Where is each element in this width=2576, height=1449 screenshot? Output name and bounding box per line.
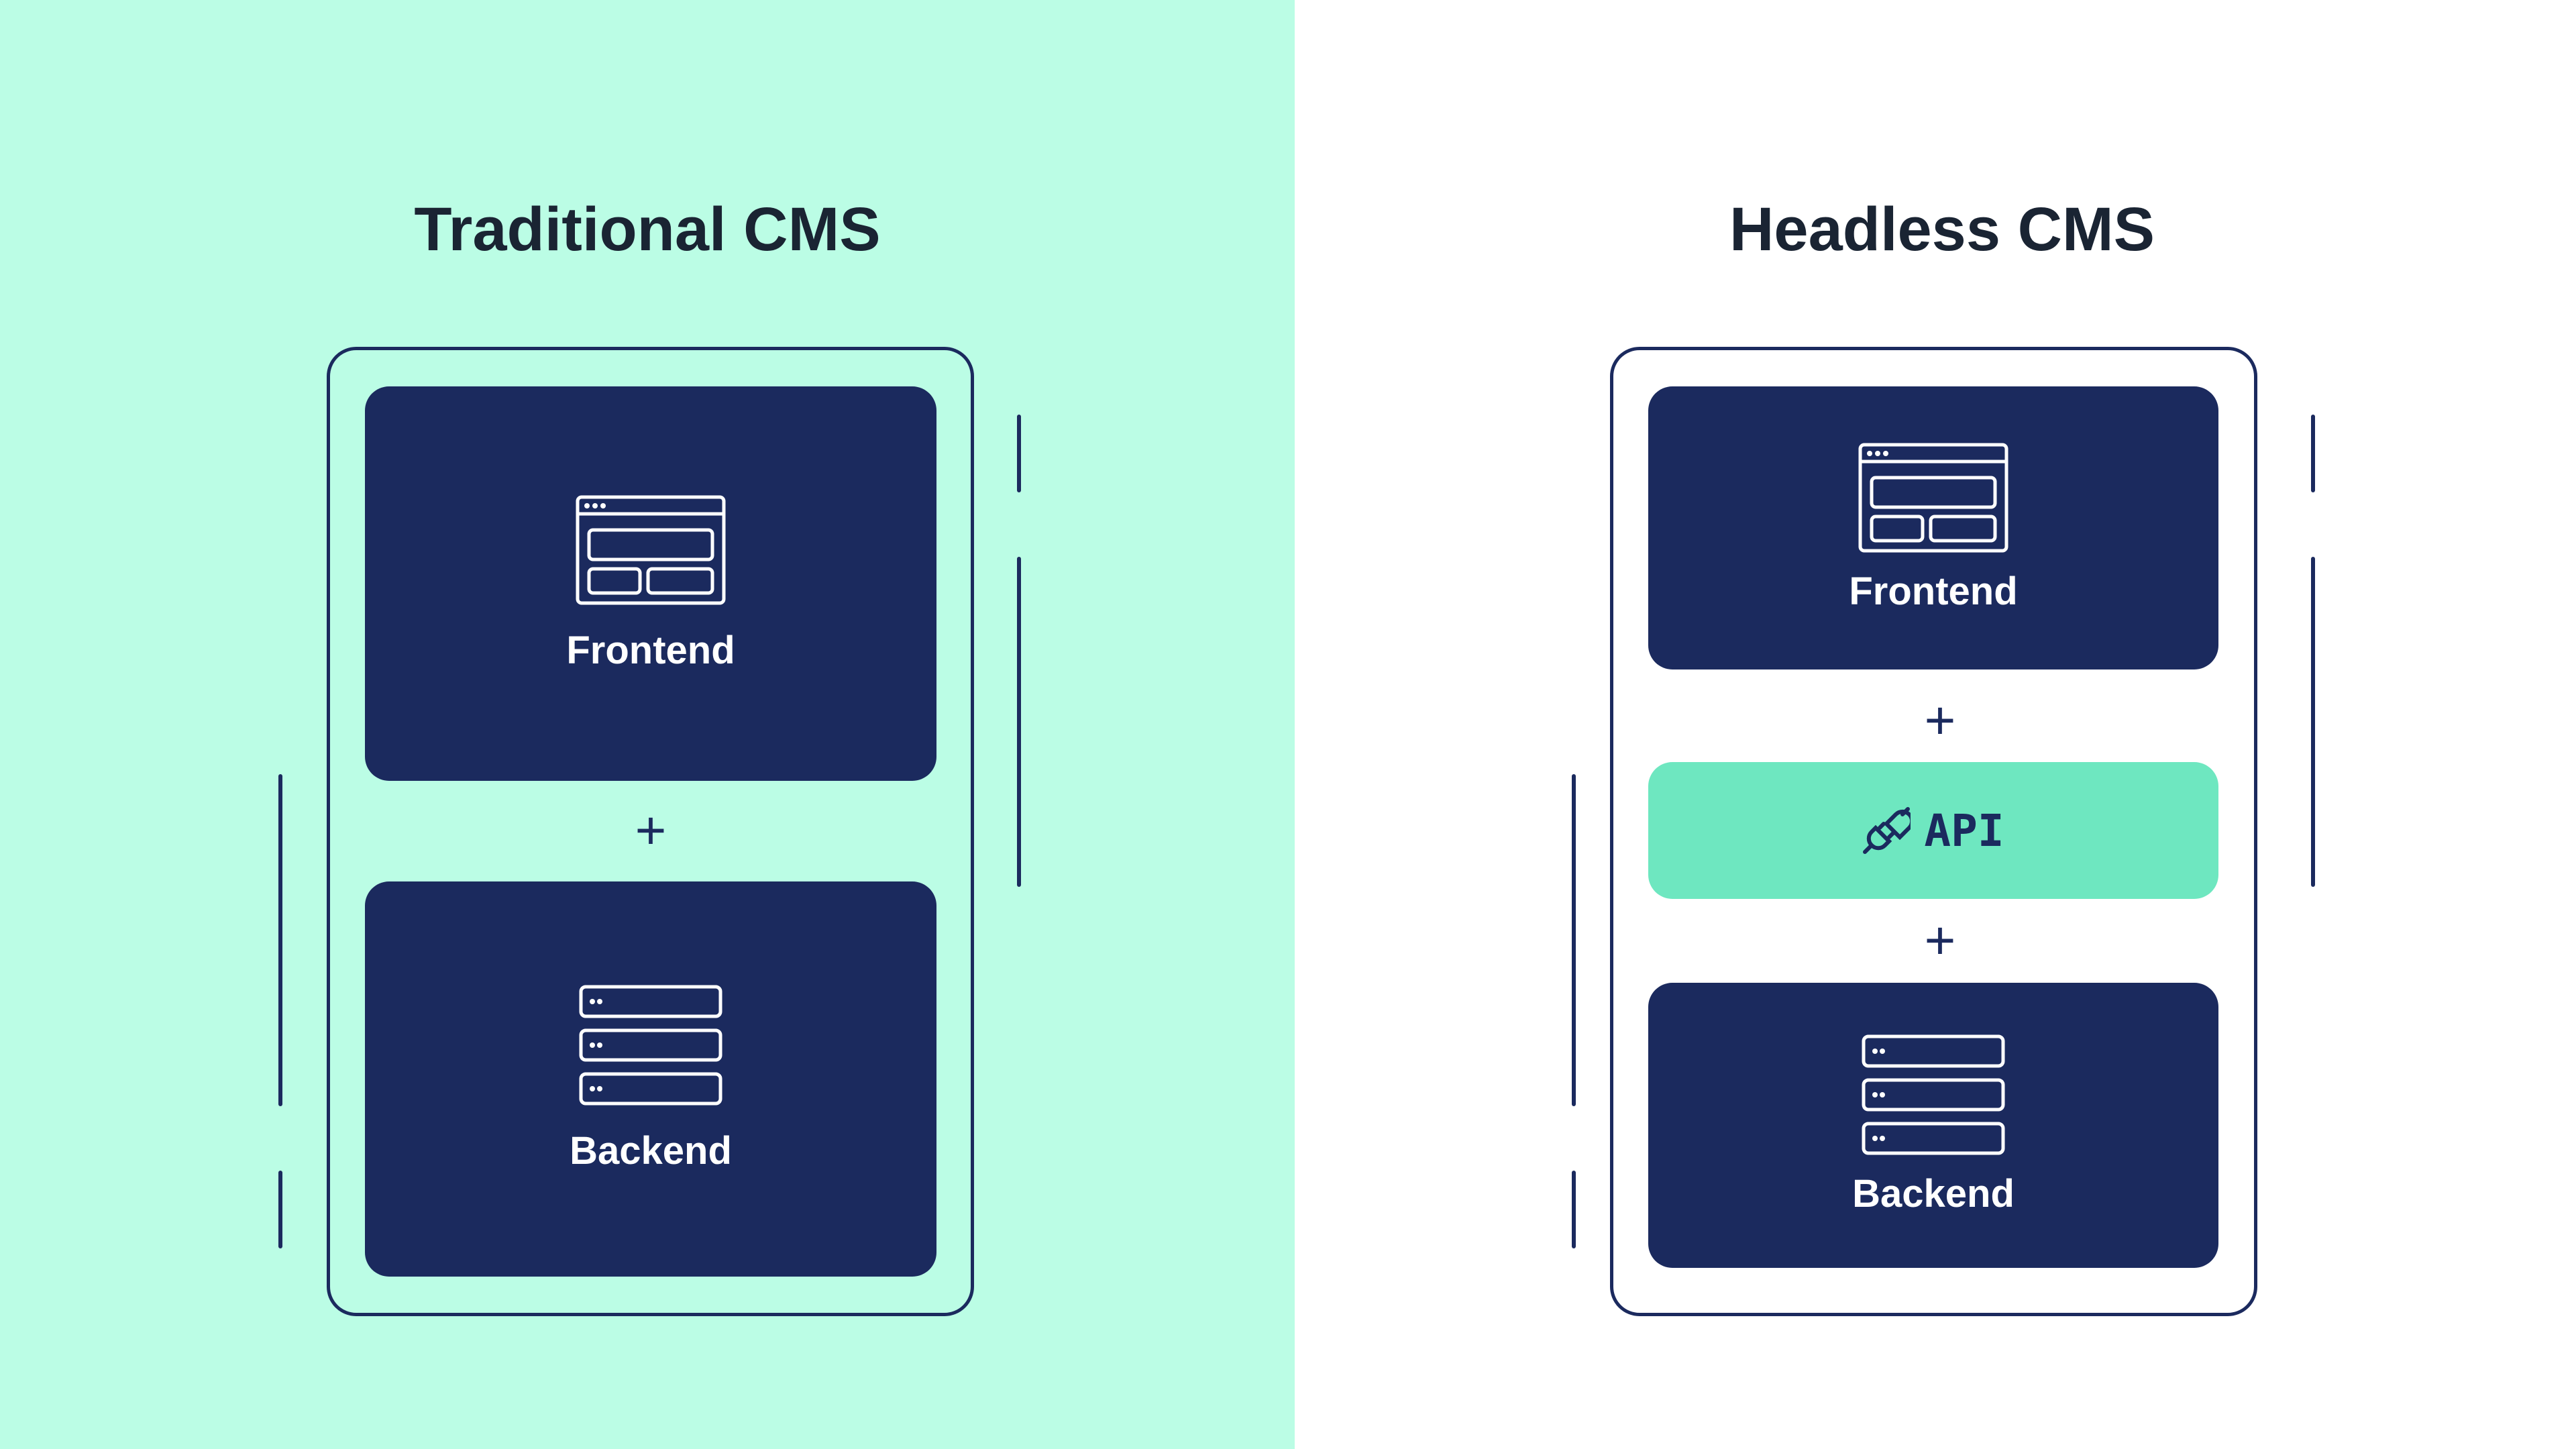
frontend-label: Frontend — [566, 628, 735, 672]
api-label: API — [1924, 804, 2004, 857]
backend-label: Backend — [1852, 1172, 2015, 1216]
browser-window-icon — [1858, 443, 2008, 552]
server-stack-icon — [579, 985, 722, 1106]
decor-line — [2311, 415, 2315, 492]
backend-label: Backend — [570, 1129, 732, 1173]
traditional-container — [327, 347, 974, 1316]
headless-container — [1610, 347, 2257, 1316]
decor-line — [1572, 1171, 1576, 1248]
browser-window-icon — [576, 495, 726, 604]
plug-icon — [1863, 807, 1911, 854]
traditional-backend-card: Backend — [365, 881, 936, 1277]
api-card: API — [1648, 762, 2218, 899]
plus-sign: + — [1924, 910, 1956, 970]
server-stack-icon — [1862, 1034, 2005, 1155]
plus-sign: + — [1924, 690, 1956, 750]
headless-backend-card: Backend — [1648, 983, 2218, 1268]
headless-frontend-card: Frontend — [1648, 386, 2218, 669]
decor-line — [1017, 415, 1021, 492]
frontend-label: Frontend — [1849, 569, 2018, 613]
decor-line — [2311, 557, 2315, 887]
decor-line — [1017, 557, 1021, 887]
decor-line — [278, 774, 282, 1106]
decor-line — [278, 1171, 282, 1248]
headless-title: Headless CMS — [1729, 195, 2155, 264]
traditional-frontend-card: Frontend — [365, 386, 936, 781]
traditional-title: Traditional CMS — [414, 195, 881, 264]
decor-line — [1572, 774, 1576, 1106]
plus-sign: + — [635, 800, 667, 860]
